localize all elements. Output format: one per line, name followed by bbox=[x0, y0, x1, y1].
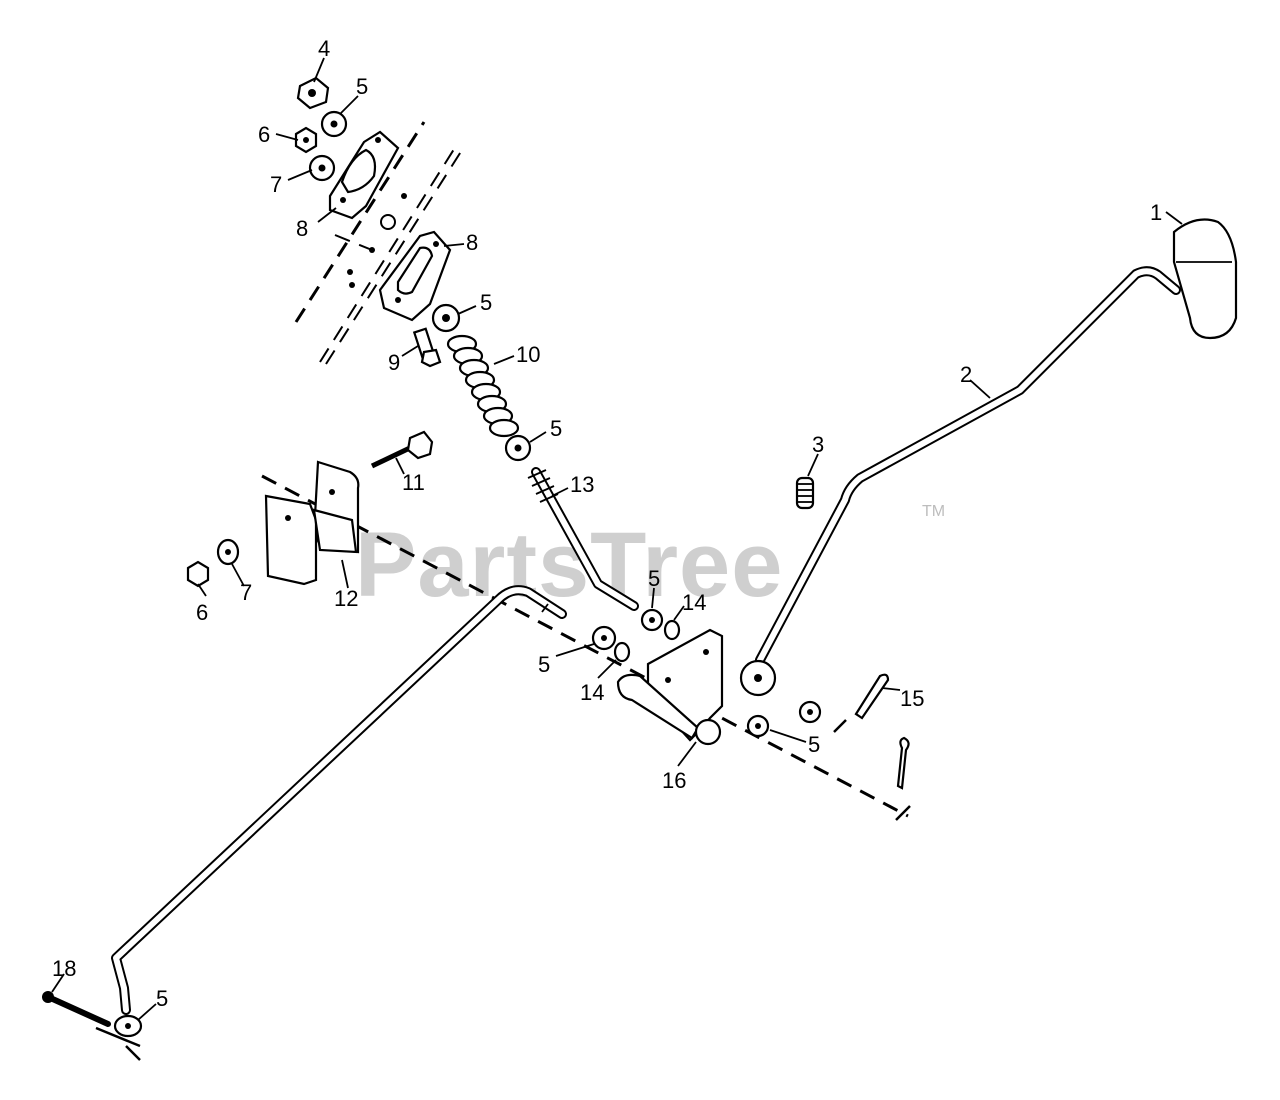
dash-end-marks bbox=[95, 719, 911, 1061]
part-14-spacer-upper bbox=[663, 619, 681, 641]
callout-5-pivot-upper: 5 bbox=[648, 566, 660, 591]
part-5-washer-bottom bbox=[113, 1014, 143, 1038]
part-7-washer-lower bbox=[216, 538, 240, 566]
callout-9: 9 bbox=[388, 350, 400, 375]
part-5-washer-top bbox=[320, 110, 348, 138]
part-12-blocks bbox=[264, 460, 360, 586]
part-main-lower-rod bbox=[111, 585, 567, 1015]
callout-7-lower: 7 bbox=[240, 580, 252, 605]
part-16-pivot-bracket bbox=[616, 628, 724, 746]
part-4-nut bbox=[296, 76, 330, 110]
callout-6-lower: 6 bbox=[196, 600, 208, 625]
callout-leader-lines bbox=[51, 57, 1183, 1021]
part-6-nut-lower bbox=[186, 560, 210, 588]
callout-18: 18 bbox=[52, 956, 76, 981]
callout-6-top: 6 bbox=[258, 122, 270, 147]
callout-4: 4 bbox=[318, 36, 330, 61]
watermark-trademark: TM bbox=[922, 503, 945, 520]
callout-12: 12 bbox=[334, 586, 358, 611]
part-5-washer-right-lower bbox=[746, 714, 770, 738]
part-6-nut-top bbox=[294, 126, 318, 154]
part-3-spring bbox=[795, 476, 815, 510]
callout-3: 3 bbox=[812, 432, 824, 457]
callout-5-bottom: 5 bbox=[156, 986, 168, 1011]
callout-1: 1 bbox=[1150, 200, 1162, 225]
callout-5-top: 5 bbox=[356, 74, 368, 99]
part-11-bolt bbox=[370, 430, 434, 469]
part-8-lower-bracket bbox=[378, 230, 452, 322]
part-5-washer-mid bbox=[431, 303, 461, 333]
part-5-washer-pivot-upper bbox=[640, 608, 664, 632]
part-15-cotter-pins bbox=[854, 673, 910, 790]
part-1-handle-grip bbox=[1172, 218, 1238, 340]
callout-16: 16 bbox=[662, 768, 686, 793]
callout-14-upper: 14 bbox=[682, 590, 706, 615]
part-5-washer-right-upper bbox=[798, 700, 822, 724]
part-10-spring-stack bbox=[446, 334, 520, 438]
callout-5-mid: 5 bbox=[480, 290, 492, 315]
callout-11: 11 bbox=[402, 470, 425, 495]
callout-13: 13 bbox=[570, 472, 594, 497]
part-9-bolt bbox=[412, 327, 442, 368]
callout-8-top: 8 bbox=[296, 216, 308, 241]
part-14-spacer-left bbox=[613, 641, 631, 663]
part-18-bolt bbox=[42, 991, 111, 1027]
callout-15: 15 bbox=[900, 686, 924, 711]
callout-14-lower: 14 bbox=[580, 680, 604, 705]
callout-7-top: 7 bbox=[270, 172, 282, 197]
part-5-washer-spring bbox=[504, 434, 532, 462]
callout-8-lower: 8 bbox=[466, 230, 478, 255]
callout-5-spring: 5 bbox=[550, 416, 562, 441]
part-2-lift-rod bbox=[739, 266, 1181, 697]
callout-2: 2 bbox=[960, 362, 972, 387]
frame-guide-lines bbox=[294, 121, 463, 365]
part-7-washer-top bbox=[308, 154, 336, 182]
part-8-upper-bracket bbox=[328, 130, 400, 220]
part-5-washer-pivot-left bbox=[591, 625, 617, 651]
callout-5-pivot-left: 5 bbox=[538, 652, 550, 677]
callout-labels: 1 2 3 4 5 5 5 5 5 5 5 6 6 7 7 8 8 9 10 1… bbox=[52, 36, 1162, 1011]
callout-5-right: 5 bbox=[808, 732, 820, 757]
callout-10: 10 bbox=[516, 342, 540, 367]
